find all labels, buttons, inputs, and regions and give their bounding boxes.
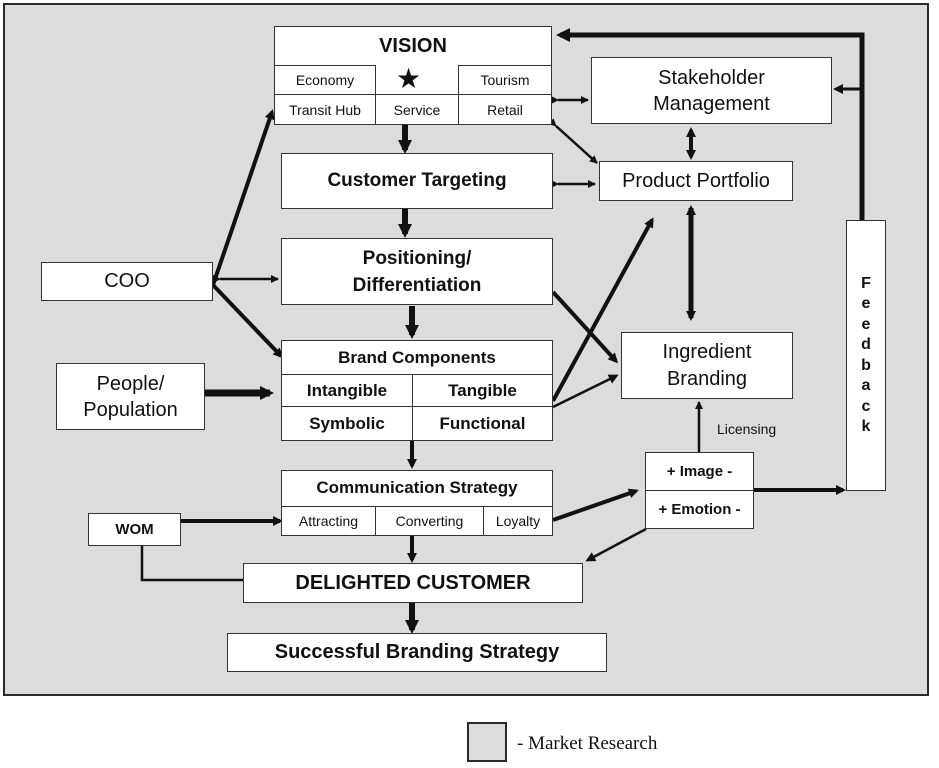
positioning-box: Positioning/ Differentiation xyxy=(281,238,553,305)
wom-box: WOM xyxy=(88,513,181,546)
coo-label: COO xyxy=(104,270,150,292)
ingredient-branding-box: Ingredient Branding xyxy=(621,332,793,399)
brand-cell-functional: Functional xyxy=(412,406,553,441)
feedback-letter: a xyxy=(861,377,871,394)
positioning-label: Positioning/ Differentiation xyxy=(352,247,482,296)
successful-branding-label: Successful Branding Strategy xyxy=(274,641,560,663)
people-population-label: People/ Population xyxy=(83,372,178,421)
successful-branding-box: Successful Branding Strategy xyxy=(227,633,607,672)
brand-cell-symbolic: Symbolic xyxy=(281,406,413,441)
licensing-label: Licensing xyxy=(717,421,777,437)
feedback-letter: e xyxy=(861,295,871,312)
coo-box: COO xyxy=(41,262,213,301)
brand-components-title: Brand Components xyxy=(338,348,496,367)
product-portfolio-label: Product Portfolio xyxy=(622,169,770,192)
stakeholder-management-box: Stakeholder Management xyxy=(591,57,832,124)
delighted-customer-label: DELIGHTED CUSTOMER xyxy=(295,571,531,594)
vision-cell-retail: Retail xyxy=(458,94,552,125)
legend-label: - Market Research xyxy=(517,733,658,754)
product-portfolio-box: Product Portfolio xyxy=(599,161,793,201)
stakeholder-management-label: Stakeholder Management xyxy=(653,66,770,115)
feedback-letter: F xyxy=(861,274,871,292)
brand-cell-intangible: Intangible xyxy=(281,374,413,407)
vision-cell-transit-hub: Transit Hub xyxy=(274,94,376,125)
star-icon: ★ xyxy=(396,63,422,94)
customer-targeting-label: Customer Targeting xyxy=(327,170,507,191)
emotion-cell: + Emotion - xyxy=(645,490,754,529)
communication-strategy-title: Communication Strategy xyxy=(316,478,518,497)
brand-cell-tangible: Tangible xyxy=(412,374,553,407)
feedback-letter: k xyxy=(861,418,871,435)
comm-cell-converting: Converting xyxy=(375,506,484,536)
feedback-letter: b xyxy=(861,356,871,374)
people-population-box: People/ Population xyxy=(56,363,205,430)
vision-cell-service: Service xyxy=(375,94,459,125)
vision-cell-economy: Economy xyxy=(274,65,376,95)
vision-cell-tourism: Tourism xyxy=(458,65,552,95)
wom-label: WOM xyxy=(115,521,154,538)
vision-title: VISION xyxy=(379,35,447,57)
feedback-letter: d xyxy=(861,336,871,353)
ingredient-branding-label: Ingredient Branding xyxy=(662,340,752,390)
customer-targeting-box: Customer Targeting xyxy=(281,153,553,209)
feedback-letter: e xyxy=(861,315,871,333)
image-cell: + Image - xyxy=(645,452,754,491)
comm-cell-loyalty: Loyalty xyxy=(483,506,553,536)
feedback-letter: c xyxy=(861,397,871,415)
comm-cell-attracting: Attracting xyxy=(281,506,376,536)
delighted-customer-box: DELIGHTED CUSTOMER xyxy=(243,563,583,603)
legend-swatch xyxy=(467,722,507,762)
